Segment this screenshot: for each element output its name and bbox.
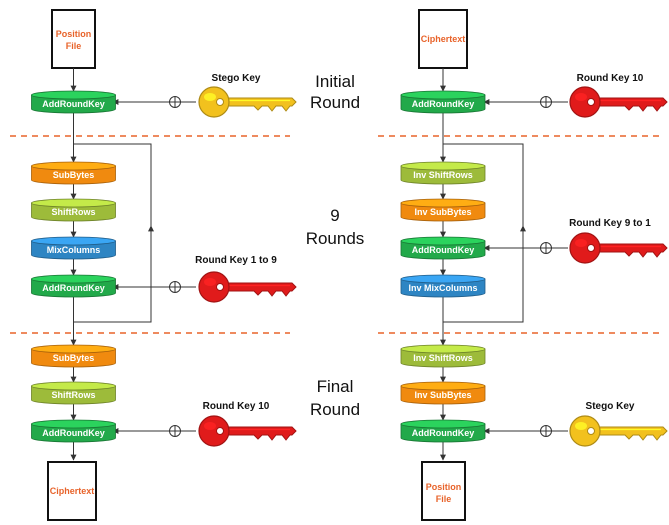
dec-key-label-final: Stego Key [586,401,635,412]
dec-main-step-3: Inv MixColumns [400,274,486,298]
dec-input-doc-label: Ciphertext [421,34,466,44]
dec-key-label-rounds: Round Key 9 to 1 [569,218,651,229]
dec-output-doc-line2: File [436,494,452,504]
initial-round-label-1: Initial [315,72,355,91]
enc-stego-key-icon [198,86,297,118]
final-round-label-1: Final [317,377,354,396]
enc-xor-rounds [169,281,181,293]
final-round-label-2: Round [310,400,360,419]
enc-final-step-0: SubBytes [31,344,116,368]
enc-input-doc-line1: Position [56,29,92,39]
enc-key-label-rounds: Round Key 1 to 9 [195,255,277,266]
enc-final-step-1: ShiftRows [31,381,116,405]
dec-key-label-initial: Round Key 10 [577,73,644,84]
dec-xor-rounds [540,242,552,254]
enc-key-label-initial: Stego Key [212,73,261,84]
enc-output-doc-label: Ciphertext [50,486,95,496]
dec-stego-key-icon [569,415,668,447]
dec-initial-addroundkey: AddRoundKey [400,90,486,114]
dec-round-key-10-icon [569,86,668,118]
dec-main-step-0: Inv ShiftRows [400,161,486,185]
dec-main-step-2: AddRoundKey [400,236,486,260]
enc-main-step-0: SubBytes [31,161,116,185]
dec-output-document: Position File [421,461,466,521]
enc-key-label-final: Round Key 10 [203,401,270,412]
dec-main-step-1-label: Inv SubBytes [414,207,471,217]
dec-xor-final [540,425,552,437]
dec-final-step-1: Inv SubBytes [400,381,486,405]
enc-final-step-2-label: AddRoundKey [42,428,105,438]
dec-final-step-2: AddRoundKey [400,419,486,443]
enc-main-step-3: AddRoundKey [31,274,116,298]
enc-main-step-0-label: SubBytes [53,170,95,180]
dec-final-step-1-label: Inv SubBytes [414,390,471,400]
dec-output-doc-line1: Position [426,482,462,492]
dec-xor-initial [540,96,552,108]
enc-initial-addroundkey-label: AddRoundKey [42,99,105,109]
enc-main-step-1-label: ShiftRows [52,207,96,217]
dec-round-key-9-1-icon [569,232,668,264]
rounds-label-2: Rounds [306,229,365,248]
dec-main-step-0-label: Inv ShiftRows [413,170,473,180]
enc-final-step-0-label: SubBytes [53,353,95,363]
enc-main-step-3-label: AddRoundKey [42,283,105,293]
initial-round-label-2: Round [310,93,360,112]
dec-main-step-2-label: AddRoundKey [412,245,475,255]
enc-xor-final [169,425,181,437]
enc-output-document: Ciphertext [47,461,97,521]
dec-main-step-1: Inv SubBytes [400,198,486,222]
enc-final-step-2: AddRoundKey [31,419,116,443]
enc-main-step-2-label: MixColumns [47,245,101,255]
enc-round-key-1-9-icon [198,271,297,303]
enc-main-step-1: ShiftRows [31,198,116,222]
dec-main-step-3-label: Inv MixColumns [408,283,477,293]
rounds-label-1: 9 [330,206,339,225]
enc-input-doc-line2: File [66,41,82,51]
enc-main-step-2: MixColumns [31,236,116,260]
enc-initial-addroundkey: AddRoundKey [31,90,116,114]
dec-final-step-2-label: AddRoundKey [412,428,475,438]
dec-initial-addroundkey-label: AddRoundKey [412,99,475,109]
enc-xor-initial [169,96,181,108]
enc-input-document: Position File [51,9,96,69]
dec-final-step-0: Inv ShiftRows [400,344,486,368]
dec-final-step-0-label: Inv ShiftRows [413,353,473,363]
enc-round-key-10-icon [198,415,297,447]
enc-final-step-1-label: ShiftRows [52,390,96,400]
dec-input-document: Ciphertext [418,9,468,69]
